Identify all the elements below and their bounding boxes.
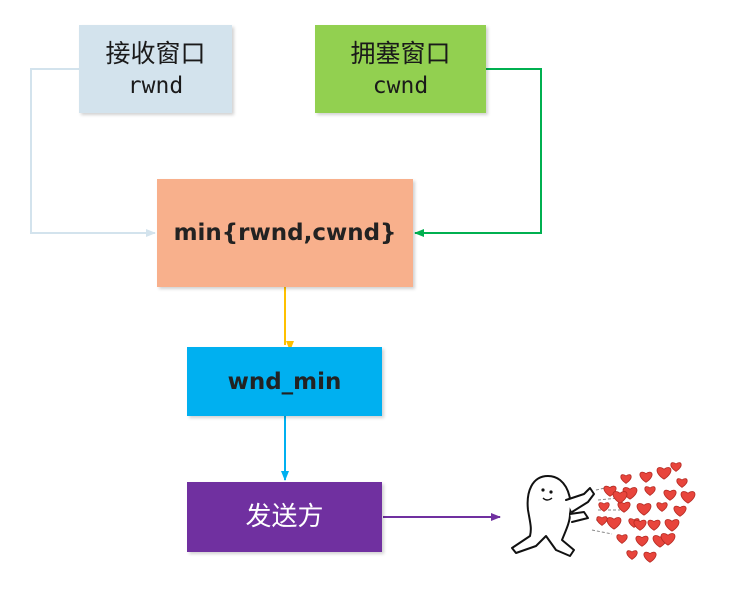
heart-icon	[660, 533, 676, 546]
wnd-min-label: wnd_min	[227, 368, 342, 395]
heart-icon	[606, 517, 622, 530]
heart-icon	[676, 478, 688, 488]
cwnd-to-min-connector	[414, 68, 542, 237]
heart-icon	[616, 534, 628, 544]
congestion-window-node: 拥塞窗口 cwnd	[315, 25, 486, 113]
heart-icon	[656, 467, 672, 480]
heart-icon	[639, 471, 653, 483]
heart-icon	[673, 505, 687, 517]
heart-icon	[596, 516, 608, 526]
heart-icon	[644, 486, 656, 496]
sender-node: 发送方	[187, 482, 382, 552]
heart-icon	[656, 502, 668, 512]
heart-icon	[647, 519, 661, 531]
heart-icon	[626, 550, 638, 560]
heart-icon	[612, 491, 628, 504]
heart-icon	[643, 551, 657, 563]
min-window-label: min{rwnd,cwnd}	[173, 220, 397, 246]
heart-icon	[636, 503, 652, 516]
wnd-min-node: wnd_min	[187, 347, 382, 416]
heart-icon	[617, 501, 631, 513]
rwnd-to-min-connector	[30, 68, 156, 237]
heart-icon	[680, 491, 696, 504]
heart-icon	[664, 519, 680, 532]
rwnd-label: rwnd	[127, 73, 184, 99]
heart-icon	[620, 474, 632, 484]
heart-icon	[633, 519, 647, 531]
character-throwing-hearts-icon	[511, 462, 696, 563]
cwnd-label: cwnd	[372, 73, 429, 99]
congestion-window-title: 拥塞窗口	[350, 39, 451, 68]
sender-label: 发送方	[245, 502, 324, 532]
heart-icon	[635, 535, 649, 547]
heart-icon	[663, 489, 677, 501]
heart-icon	[598, 502, 610, 512]
heart-icon	[670, 462, 682, 472]
min-window-node: min{rwnd,cwnd}	[157, 179, 413, 287]
receive-window-node: 接收窗口 rwnd	[79, 25, 232, 113]
receive-window-title: 接收窗口	[105, 39, 206, 68]
